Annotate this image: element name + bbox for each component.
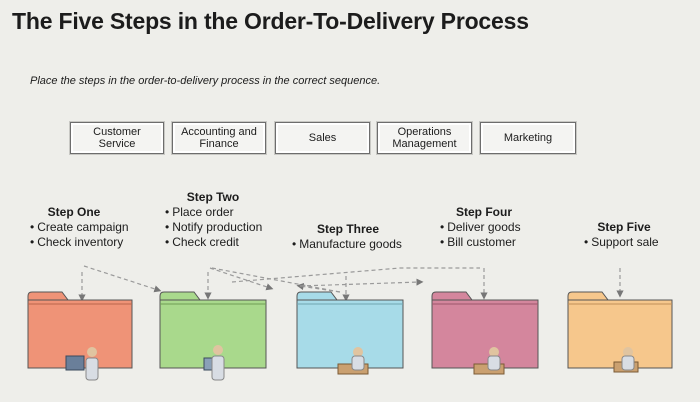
dept-sales[interactable]: Sales: [275, 122, 370, 154]
dept-customer-service[interactable]: Customer Service: [70, 122, 164, 154]
step-two-item: Notify production: [165, 220, 262, 235]
step-five-item: Support sale: [584, 235, 664, 250]
person-at-desk-icon: [473, 347, 505, 375]
step-three-block: Step Three Manufacture goods: [292, 222, 404, 252]
step-one-title: Step One: [47, 205, 101, 219]
step-four-title: Step Four: [456, 205, 512, 219]
person-at-desk-icon: [337, 347, 369, 375]
step-five-block: Step Five Support sale: [584, 220, 664, 250]
flow-arrows: [78, 265, 624, 302]
step-four-folder[interactable]: [431, 291, 539, 369]
step-five-title: Step Five: [597, 220, 651, 234]
step-three-title: Step Three: [316, 222, 379, 236]
page-title: The Five Steps in the Order-To-Delivery …: [12, 8, 529, 34]
step-three-item: Manufacture goods: [292, 237, 404, 252]
step-five-folder[interactable]: [567, 291, 673, 369]
step-one-item: Create campaign: [30, 220, 128, 235]
step-two-item: Check credit: [165, 235, 262, 250]
instruction-text: Place the steps in the order-to-delivery…: [30, 75, 381, 87]
step-two-item: Place order: [165, 205, 262, 220]
step-one-item: Check inventory: [30, 235, 129, 250]
dept-marketing[interactable]: Marketing: [480, 122, 576, 154]
step-four-item: Bill customer: [440, 235, 528, 250]
person-at-desk-icon: [65, 347, 99, 381]
step-one-block: Step One Create campaign Check inventory: [30, 205, 129, 250]
step-three-folder[interactable]: [296, 291, 404, 369]
step-two-title: Step Two: [186, 190, 240, 204]
step-four-block: Step Four Deliver goods Bill customer: [440, 205, 528, 250]
step-two-block: Step Two Place order Notify production C…: [165, 190, 262, 250]
person-at-desk-icon: [613, 347, 639, 373]
dept-accounting-finance[interactable]: Accounting and Finance: [172, 122, 266, 154]
dept-operations-management[interactable]: Operations Management: [377, 122, 472, 154]
person-at-desk-icon: [203, 345, 225, 381]
step-four-item: Deliver goods: [440, 220, 528, 235]
